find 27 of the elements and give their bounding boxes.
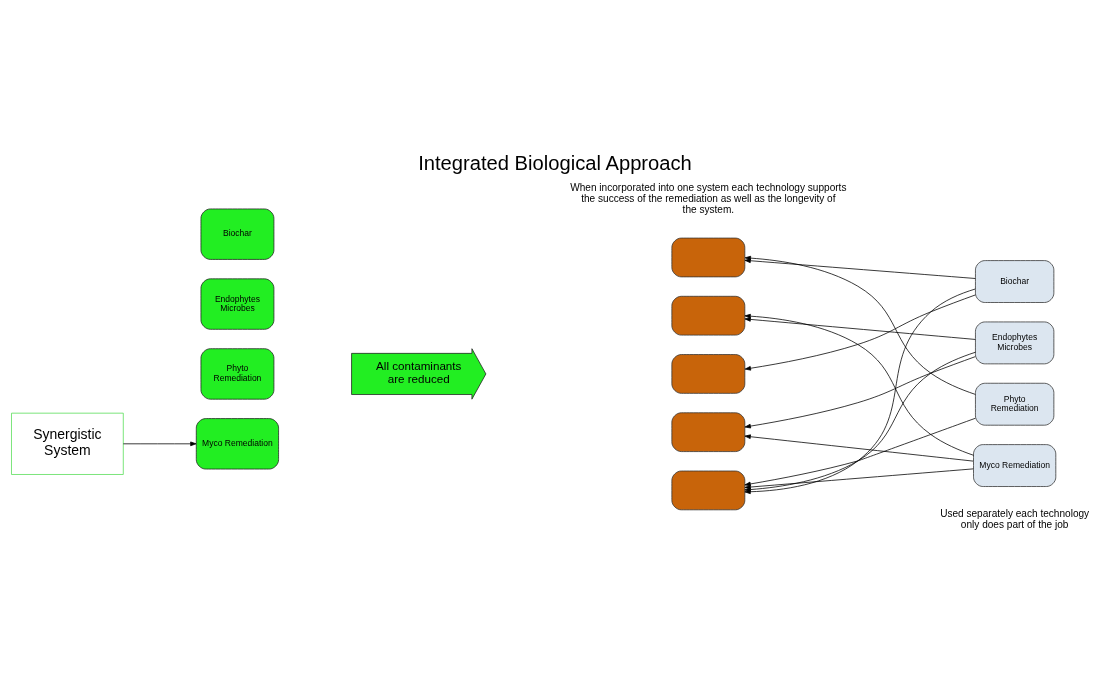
node-box: Phyto Remediation	[975, 382, 1055, 426]
arrow	[122, 441, 197, 446]
arrow	[744, 316, 976, 340]
node-box: Biochar	[975, 259, 1055, 303]
arrow	[744, 468, 974, 489]
node-box	[671, 353, 746, 394]
label: Used separately each technology only does part of the job	[940, 507, 1090, 530]
node-box: Myco Remediation	[973, 443, 1057, 487]
diagram-title: Integrated Biological Approach	[418, 151, 692, 174]
arrow	[744, 257, 976, 279]
node-box: Phyto Remediation	[200, 347, 275, 400]
node-box: Myco Remediation	[195, 417, 279, 469]
arrow	[744, 255, 976, 395]
arrow	[744, 355, 976, 428]
node-box: Endophytes Microbes	[200, 277, 275, 330]
node-box	[671, 411, 746, 452]
node-box: Synergistic System	[11, 412, 124, 475]
node-box	[671, 237, 746, 277]
arrow	[744, 417, 976, 486]
node-box: Endophytes Microbes	[975, 321, 1055, 364]
arrow	[744, 294, 976, 371]
node-box: Biochar	[200, 208, 275, 260]
node-box	[671, 295, 746, 335]
label: When incorporated into one system each technology supports the success of the remediation as well as the longevity of the system.	[570, 181, 847, 215]
node-box	[671, 470, 746, 510]
arrow	[744, 433, 974, 461]
arrow	[744, 313, 974, 456]
